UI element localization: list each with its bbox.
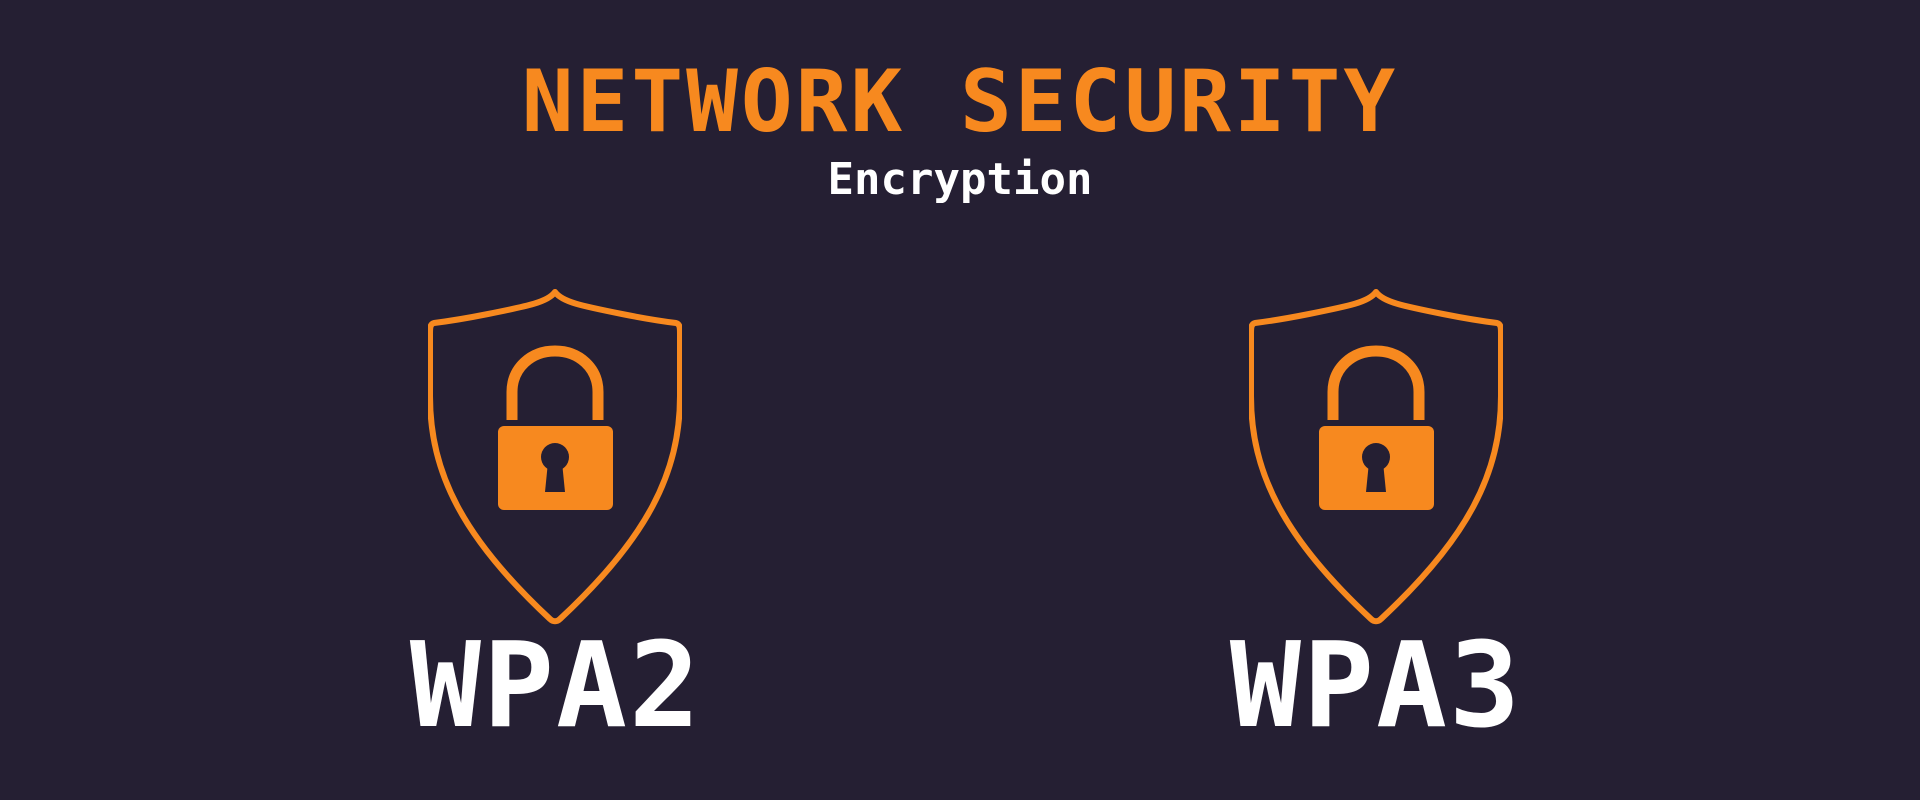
- page-subtitle: Encryption: [827, 154, 1093, 205]
- wpa3-label: WPA3: [1229, 616, 1523, 754]
- wpa2-label: WPA2: [409, 616, 703, 754]
- page-title: NETWORK SECURITY: [521, 52, 1399, 152]
- shield-lock-icon: [428, 288, 682, 626]
- shield-lock-icon: [1249, 288, 1503, 626]
